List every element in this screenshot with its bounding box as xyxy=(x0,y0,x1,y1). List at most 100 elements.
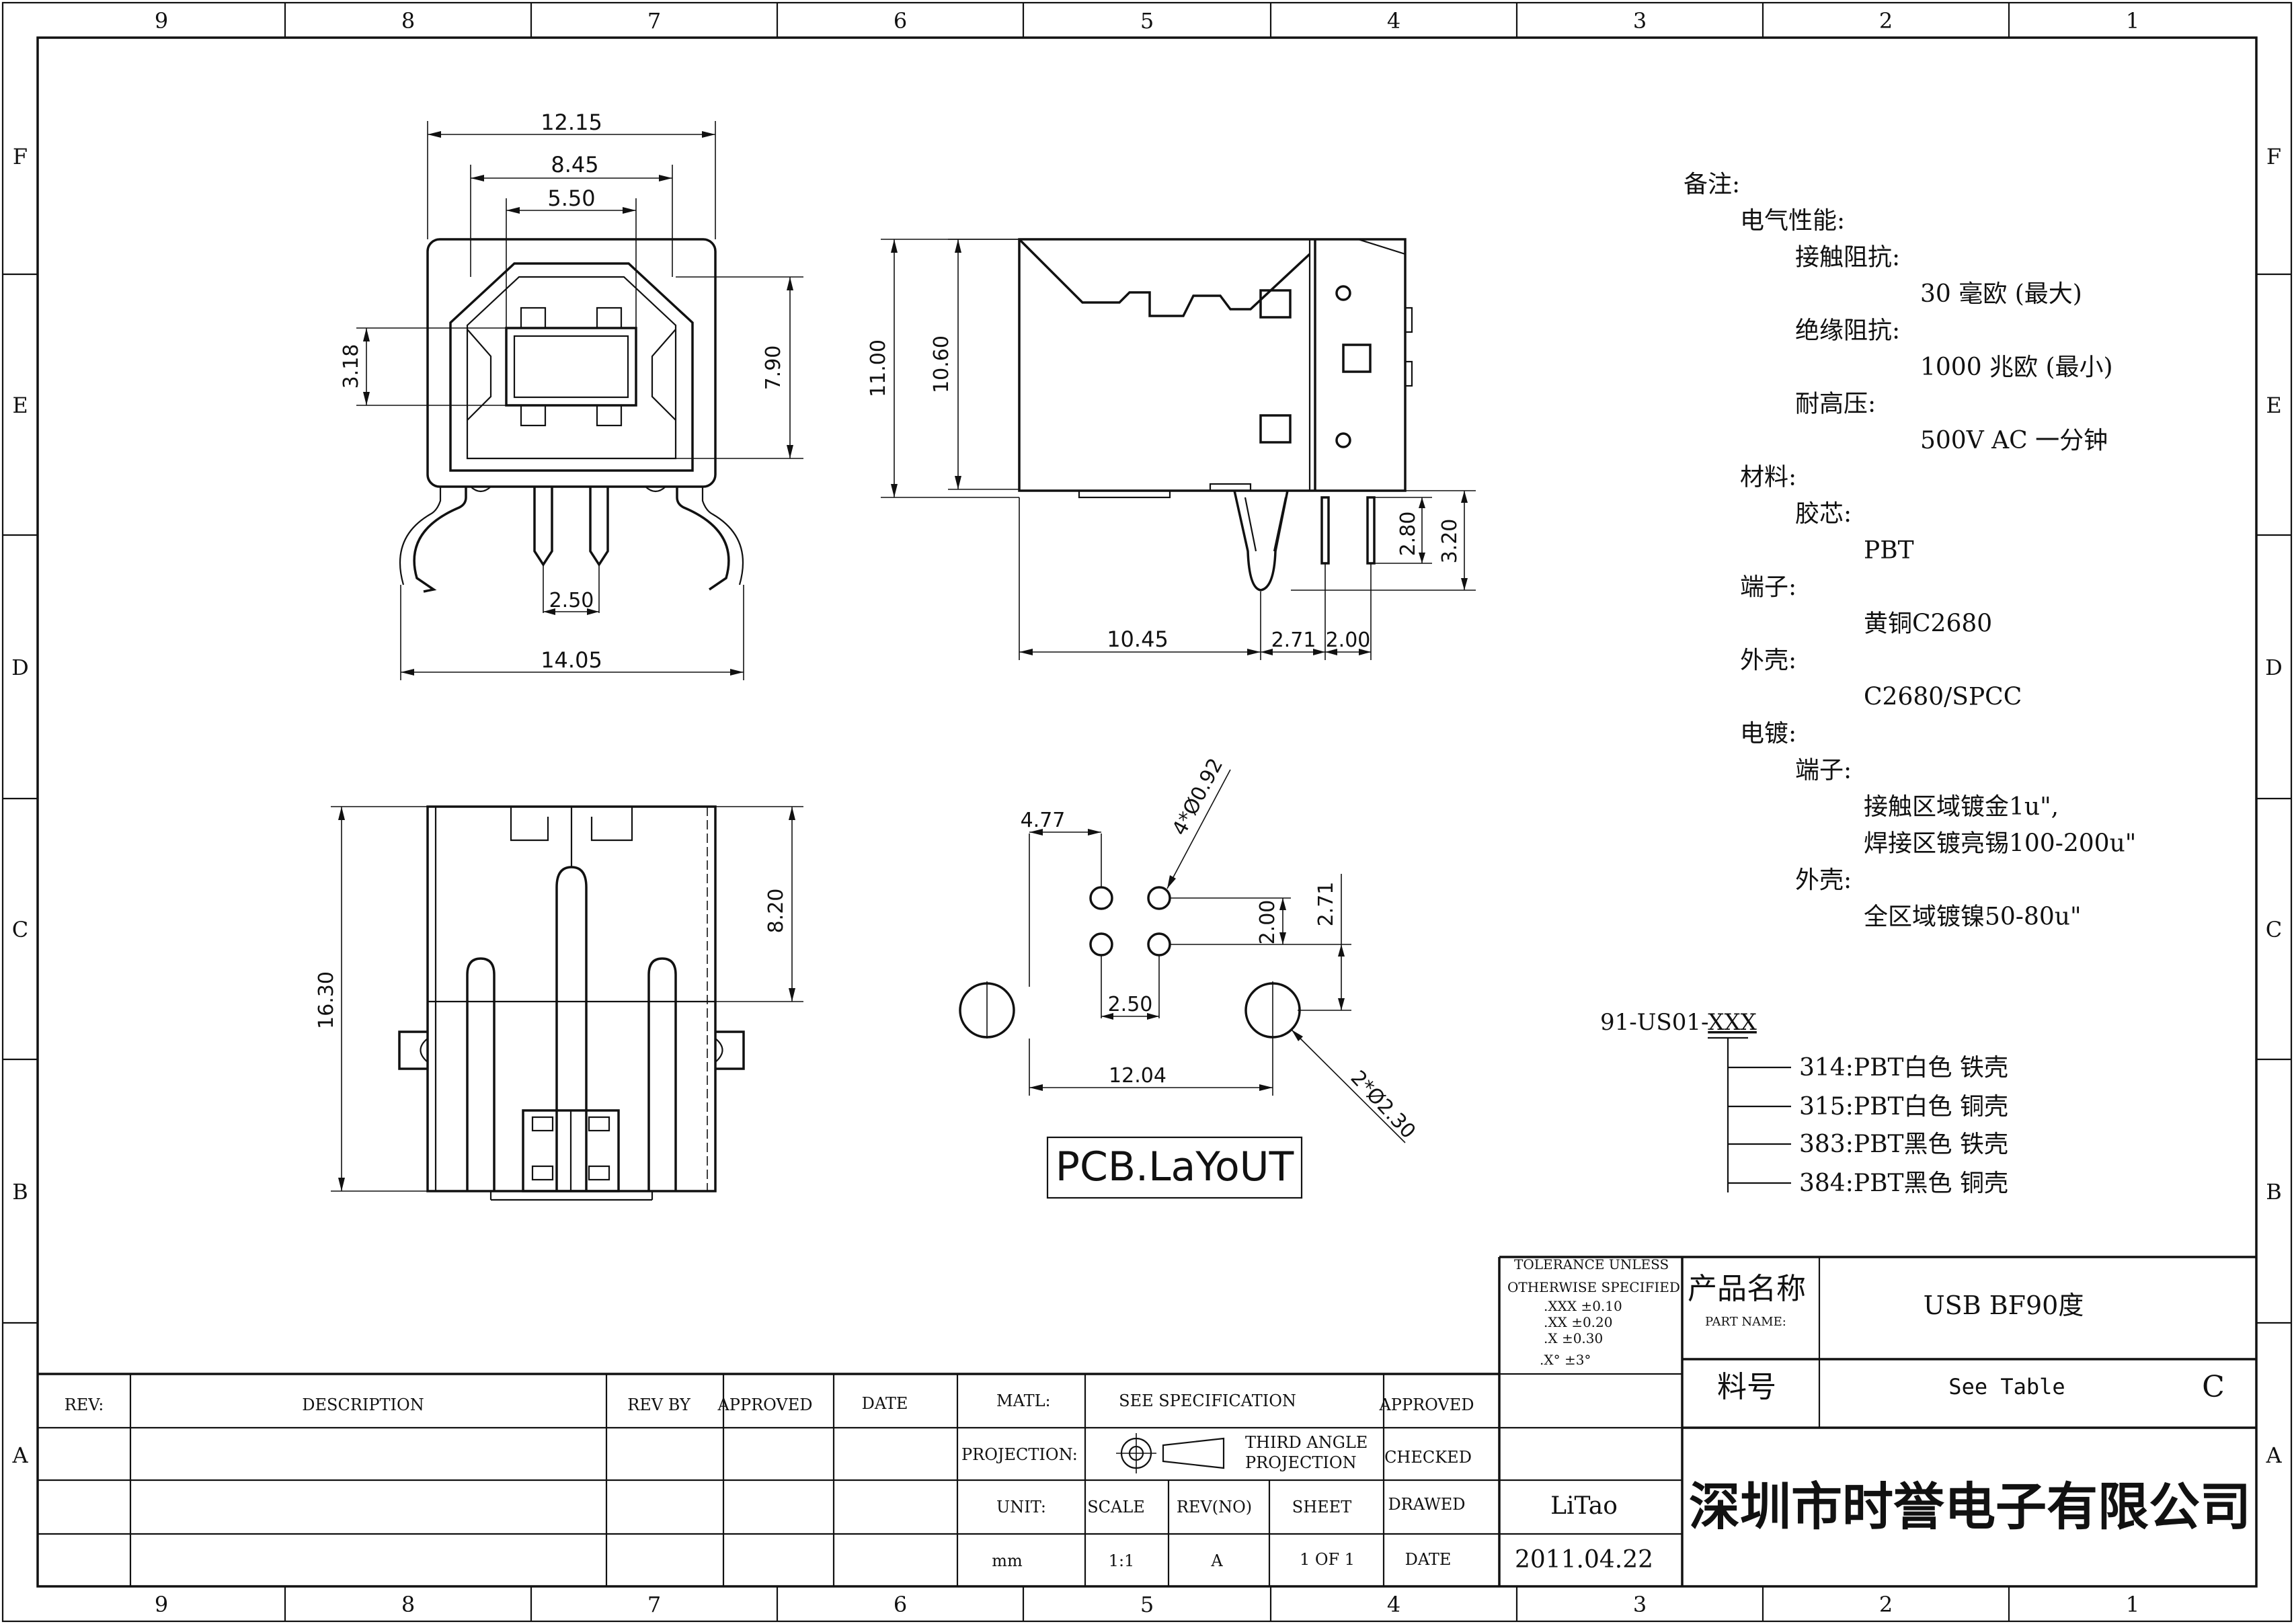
frame-col-label: 9 xyxy=(155,8,168,34)
dim-height-right: 7.90 xyxy=(762,346,785,391)
date-label-2: DATE xyxy=(1405,1550,1452,1569)
description-label: DESCRIPTION xyxy=(302,1395,424,1414)
frame-col-label: 7 xyxy=(647,1592,661,1617)
notes-line: 焊接区镀亮锡100-200u" xyxy=(1864,830,2136,858)
dim-bottom-partial: 8.20 xyxy=(764,889,788,934)
tolerance-line: .XXX ±0.10 xyxy=(1544,1298,1622,1314)
side-view xyxy=(1018,238,1413,592)
dim-pin-height-a: 2.80 xyxy=(1396,512,1420,557)
notes-line: 端子: xyxy=(1795,757,1852,784)
rev-no-label: REV(NO) xyxy=(1177,1498,1252,1516)
date-value: 2011.04.22 xyxy=(1515,1546,1653,1574)
part-option: 383:PBT黑色 铁壳 xyxy=(1799,1131,2008,1158)
frame-col-label: 5 xyxy=(1140,1592,1154,1617)
sheet-value: 1 OF 1 xyxy=(1300,1550,1355,1569)
front-view xyxy=(399,238,744,593)
unit-label: UNIT: xyxy=(996,1498,1046,1516)
frame-col-label: 2 xyxy=(1879,8,1893,34)
dim-total-width: 14.05 xyxy=(541,647,602,673)
part-option: 384:PBT黑色 铜壳 xyxy=(1799,1170,2008,1197)
notes-line: 500V AC 一分钟 xyxy=(1920,427,2108,454)
bottom-view-dimensions: 16.30 8.20 xyxy=(315,806,803,1192)
revision-letter: C xyxy=(2202,1370,2225,1404)
part-option: 314:PBT白色 铁壳 xyxy=(1799,1054,2008,1082)
dim-pin-pitch: 2.50 xyxy=(549,589,594,612)
dim-side-height-inner: 10.60 xyxy=(930,335,953,393)
frame-row-label: D xyxy=(11,655,29,680)
rev-no-value: A xyxy=(1210,1551,1223,1570)
projection-value-2: PROJECTION xyxy=(1245,1453,1357,1472)
part-option: 315:PBT白色 铜壳 xyxy=(1799,1093,2008,1121)
approved-label: APPROVED xyxy=(717,1395,812,1414)
frame-ticks xyxy=(3,3,2291,1621)
notes-line: 电镀: xyxy=(1740,720,1796,747)
dim-row-offset: 2.71 xyxy=(1314,882,1338,927)
pcb-layout-title: PCB.LaYoUT xyxy=(1056,1143,1294,1190)
unit-value: mm xyxy=(992,1551,1023,1570)
tolerance-line: .XX ±0.20 xyxy=(1544,1314,1612,1330)
frame-row-label: B xyxy=(2266,1179,2282,1205)
checked-label: CHECKED xyxy=(1384,1448,1472,1467)
notes-line: 接触阻抗: xyxy=(1795,244,1900,272)
dim-col-spacing: 2.50 xyxy=(1108,993,1153,1016)
frame-row-label: C xyxy=(12,917,28,942)
dim-offset-a: 2.71 xyxy=(1271,628,1316,652)
company-name: 深圳市时誉电子有限公司 xyxy=(1689,1477,2251,1537)
part-code-options: 314:PBT白色 铁壳 315:PBT白色 铜壳 383:PBT黑色 铁壳 384:… xyxy=(1728,1054,2008,1197)
frame-col-label: 1 xyxy=(2126,1592,2139,1617)
frame-col-label: 8 xyxy=(401,8,415,34)
frame-col-label: 6 xyxy=(894,8,907,34)
notes-line: PBT xyxy=(1864,537,1914,565)
drawed-label: DRAWED xyxy=(1388,1495,1465,1514)
matl-value: SEE SPECIFICATION xyxy=(1119,1391,1296,1410)
dim-side-length: 10.45 xyxy=(1107,626,1169,652)
notes-line: 端子: xyxy=(1740,573,1796,601)
bottom-view xyxy=(398,805,745,1201)
dim-offset-b: 2.00 xyxy=(1326,628,1371,652)
dim-pin-height-b: 3.20 xyxy=(1438,519,1462,564)
tolerance-line: .X ±0.30 xyxy=(1544,1330,1603,1346)
dim-width-inner: 5.50 xyxy=(547,186,595,211)
frame-row-label: B xyxy=(12,1179,28,1205)
frame-col-label: 3 xyxy=(1633,1592,1647,1617)
notes-line: 外壳: xyxy=(1740,647,1796,674)
frame-row-label: F xyxy=(13,144,28,169)
tolerance-line: OTHERWISE SPECIFIED xyxy=(1507,1279,1680,1295)
title-block: TOLERANCE UNLESS OTHERWISE SPECIFIED .XXX … xyxy=(38,1256,2256,1586)
frame-col-label: 6 xyxy=(894,1592,907,1617)
frame-row-label: F xyxy=(2266,144,2281,169)
tolerance-block: TOLERANCE UNLESS OTHERWISE SPECIFIED .XXX … xyxy=(1507,1256,1680,1368)
notes-line: 全区域镀镍50-80u" xyxy=(1864,903,2082,931)
frame-col-label: 1 xyxy=(2126,8,2139,34)
product-name-value: USB BF90度 xyxy=(1924,1291,2084,1320)
frame-col-label: 8 xyxy=(401,1592,415,1617)
notes-line: 外壳: xyxy=(1795,866,1852,894)
frame-row-label: A xyxy=(2265,1443,2282,1468)
frame-col-label: 4 xyxy=(1387,8,1400,34)
frame-col-label: 7 xyxy=(647,8,661,34)
frame-row-label: E xyxy=(12,393,28,418)
frame-col-label: 3 xyxy=(1633,8,1647,34)
scale-label: SCALE xyxy=(1087,1498,1145,1516)
frame-col-label: 9 xyxy=(155,1592,168,1617)
frame-row-label: D xyxy=(2265,655,2283,680)
side-view-dimensions: 11.00 10.60 2.80 3.20 10.45 2.71 2.00 xyxy=(867,239,1476,660)
projection-value-1: THIRD ANGLE xyxy=(1245,1433,1368,1452)
notes-line: 电气性能: xyxy=(1740,207,1845,235)
notes-line: 黄铜C2680 xyxy=(1864,610,1992,638)
tolerance-line: .X° ±3° xyxy=(1540,1352,1591,1368)
dim-hole-offset: 4.77 xyxy=(1021,809,1066,832)
part-no-label: 料号 xyxy=(1717,1370,1776,1404)
dim-row-spacing: 2.00 xyxy=(1256,900,1279,945)
notes-section: 备注: 电气性能:接触阻抗:30 毫欧 (最大)绝缘阻抗:1000 兆欧 (最小… xyxy=(1684,171,2136,931)
tolerance-line: TOLERANCE UNLESS xyxy=(1514,1256,1669,1272)
dim-side-height-outer: 11.00 xyxy=(867,339,890,397)
part-no-value: See Table xyxy=(1948,1374,2065,1399)
sheet-label: SHEET xyxy=(1292,1498,1351,1516)
scale-value: 1:1 xyxy=(1109,1551,1135,1570)
notes-heading: 备注: xyxy=(1684,171,1740,198)
frame-row-label: C xyxy=(2266,917,2282,942)
date-label: DATE xyxy=(862,1394,908,1413)
